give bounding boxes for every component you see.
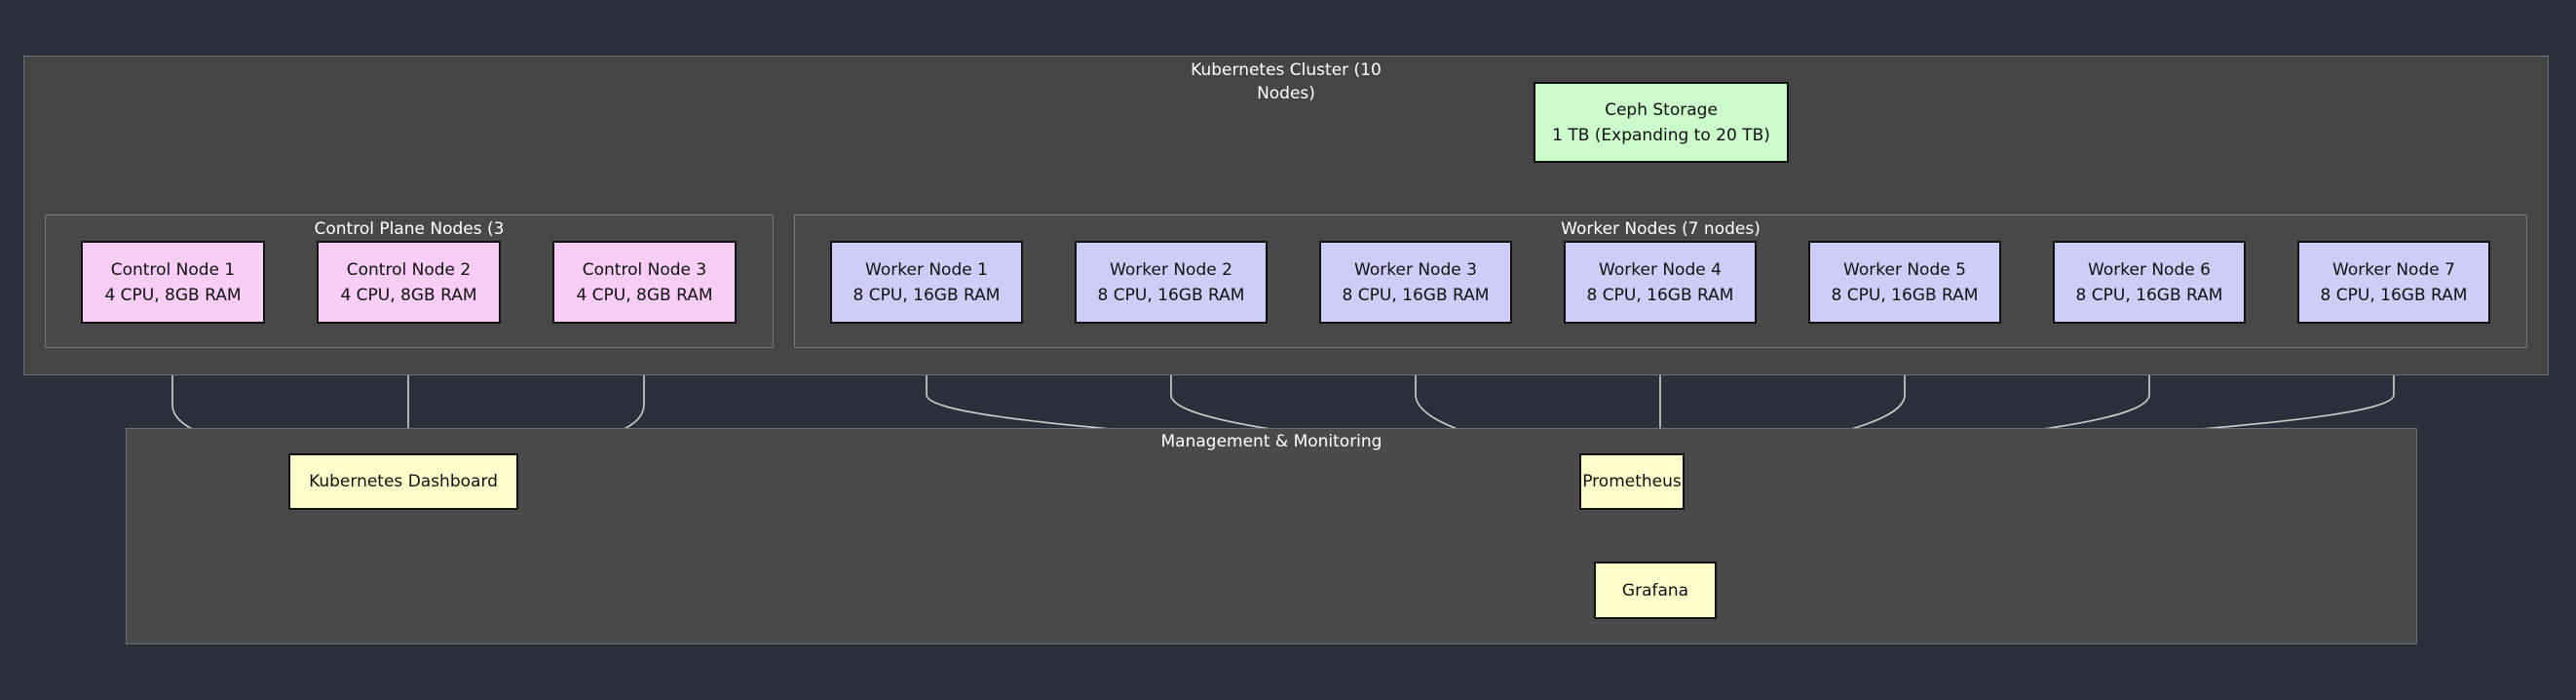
node-name: Worker Node 6 xyxy=(2088,259,2211,280)
ceph-storage-node[interactable]: Ceph Storage 1 TB (Expanding to 20 TB) xyxy=(1534,82,1789,163)
kubernetes-dashboard-node[interactable]: Kubernetes Dashboard xyxy=(288,453,518,510)
node-spec: 4 CPU, 8GB RAM xyxy=(340,285,477,305)
worker-node-2[interactable]: Worker Node 2 8 CPU, 16GB RAM xyxy=(1075,241,1268,324)
worker-node-5[interactable]: Worker Node 5 8 CPU, 16GB RAM xyxy=(1808,241,2001,324)
node-name: Grafana xyxy=(1621,580,1689,601)
worker-node-6[interactable]: Worker Node 6 8 CPU, 16GB RAM xyxy=(2053,241,2246,324)
control-node-1[interactable]: Control Node 1 4 CPU, 8GB RAM xyxy=(81,241,265,324)
node-name: Control Node 2 xyxy=(346,259,472,280)
node-name: Prometheus xyxy=(1582,472,1682,491)
node-spec: 8 CPU, 16GB RAM xyxy=(2320,285,2468,305)
worker-node-3[interactable]: Worker Node 3 8 CPU, 16GB RAM xyxy=(1319,241,1512,324)
node-name: Worker Node 7 xyxy=(2332,259,2455,280)
control-plane-title: Control Plane Nodes (3 xyxy=(314,219,505,239)
node-spec: 8 CPU, 16GB RAM xyxy=(1097,285,1245,305)
control-node-2[interactable]: Control Node 2 4 CPU, 8GB RAM xyxy=(317,241,501,324)
grafana-node[interactable]: Grafana xyxy=(1594,562,1717,619)
node-name: Worker Node 3 xyxy=(1354,259,1477,280)
worker-node-1[interactable]: Worker Node 1 8 CPU, 16GB RAM xyxy=(830,241,1023,324)
node-name: Ceph Storage xyxy=(1605,99,1718,120)
node-spec: 4 CPU, 8GB RAM xyxy=(104,285,242,305)
node-spec: 8 CPU, 16GB RAM xyxy=(1342,285,1490,305)
node-name: Worker Node 2 xyxy=(1110,259,1232,280)
node-spec: 1 TB (Expanding to 20 TB) xyxy=(1552,125,1770,145)
prometheus-node[interactable]: Prometheus xyxy=(1579,453,1685,510)
node-spec: 8 CPU, 16GB RAM xyxy=(1831,285,1979,305)
node-name: Control Node 3 xyxy=(582,259,707,280)
node-spec: 4 CPU, 8GB RAM xyxy=(576,285,713,305)
management-title: Management & Monitoring xyxy=(1160,432,1383,451)
node-spec: 8 CPU, 16GB RAM xyxy=(1586,285,1734,305)
control-node-3[interactable]: Control Node 3 4 CPU, 8GB RAM xyxy=(552,241,737,324)
cluster-title-line-1: Kubernetes Cluster (10 xyxy=(1191,60,1382,80)
node-name: Worker Node 5 xyxy=(1843,259,1966,280)
node-name: Worker Node 4 xyxy=(1599,259,1722,280)
cluster-title: Kubernetes Cluster (10 Nodes) xyxy=(24,58,2548,105)
worker-node-4[interactable]: Worker Node 4 8 CPU, 16GB RAM xyxy=(1564,241,1757,324)
node-spec: 8 CPU, 16GB RAM xyxy=(852,285,1001,305)
worker-nodes-title: Worker Nodes (7 nodes) xyxy=(1561,219,1761,239)
node-name: Control Node 1 xyxy=(110,259,236,280)
worker-node-7[interactable]: Worker Node 7 8 CPU, 16GB RAM xyxy=(2297,241,2490,324)
node-spec: 8 CPU, 16GB RAM xyxy=(2075,285,2223,305)
cluster-title-line-2: Nodes) xyxy=(1257,84,1315,103)
node-name: Worker Node 1 xyxy=(865,259,988,280)
node-name: Kubernetes Dashboard xyxy=(309,472,498,491)
